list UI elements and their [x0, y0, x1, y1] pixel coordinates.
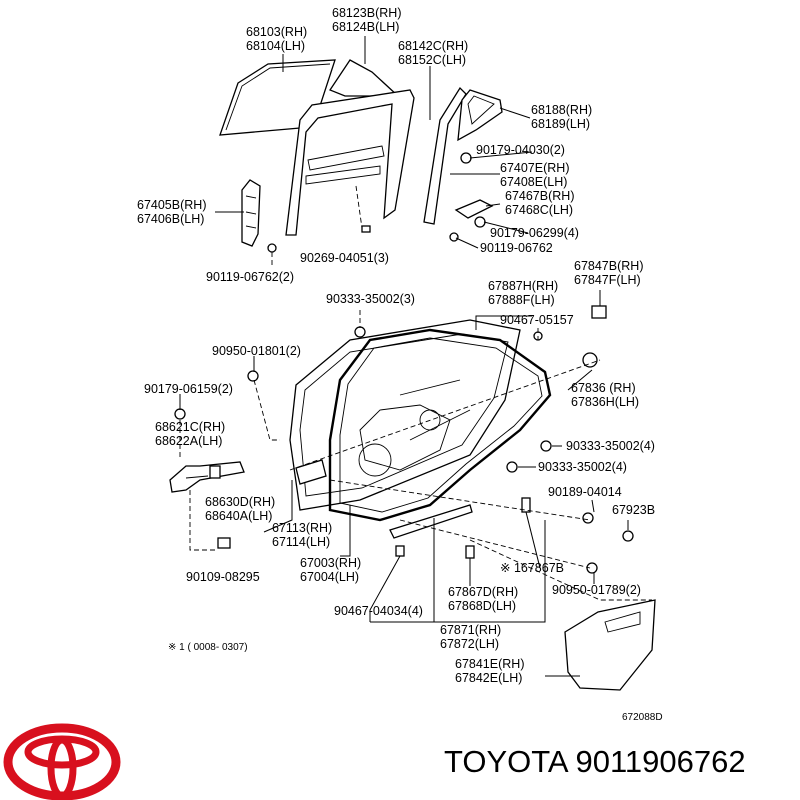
label-67408e-lh: 67408E(LH)	[500, 175, 567, 189]
leader-lines	[179, 36, 652, 677]
door-trim-board-part	[564, 599, 656, 691]
label-67407e-rh: 67407E(RH)	[500, 161, 569, 175]
label-90467-05157: 90467-05157	[500, 313, 574, 327]
hole-plug	[540, 440, 552, 452]
label-67888f-lh: 67888F(LH)	[488, 293, 555, 307]
label-67406b-lh: 67406B(LH)	[137, 212, 204, 226]
label-68152c-lh: 68152C(LH)	[398, 53, 466, 67]
door-seal-part	[389, 504, 473, 539]
clip-part	[395, 545, 405, 557]
label-67847f-lh: 67847F(LH)	[574, 273, 641, 287]
label-67467b-rh: 67467B(RH)	[505, 189, 574, 203]
hole-plug	[582, 352, 598, 368]
label-90333-35002-4a: 90333-35002(4)	[566, 439, 655, 453]
fastener-screw	[267, 243, 277, 253]
screw-part	[582, 512, 594, 524]
label-67872-lh: 67872(LH)	[440, 637, 499, 651]
label-68103-rh: 68103(RH)	[246, 25, 307, 39]
label-68630d-rh: 68630D(RH)	[205, 495, 275, 509]
label-90179-06299: 90179-06299(4)	[490, 226, 579, 240]
label-68104-lh: 68104(LH)	[246, 39, 305, 53]
label-90119-06762-2: 90119-06762(2)	[206, 270, 294, 284]
seal-clip	[591, 305, 607, 319]
label-67114-lh: 67114(LH)	[272, 535, 330, 549]
label-68142c-rh: 68142C(RH)	[398, 39, 468, 53]
door-panel-part	[289, 319, 521, 511]
door-glass-part	[219, 59, 336, 136]
glass-run-channel-part	[285, 89, 415, 236]
cushion-part	[622, 530, 634, 542]
label-68123b-rh: 68123B(RH)	[332, 6, 401, 20]
label-90333-35002-4b: 90333-35002(4)	[538, 460, 627, 474]
brand-part-number: TOYOTA 9011906762	[444, 744, 746, 779]
quarter-glass-part	[329, 59, 400, 97]
diagram-id: 672088D	[622, 712, 663, 723]
regulator-bracket-part	[454, 199, 494, 219]
label-68621c-rh: 68621C(RH)	[155, 420, 225, 434]
door-mechanism-part	[358, 379, 471, 477]
label-68189-lh: 68189(LH)	[531, 117, 590, 131]
label-68640a-lh: 68640A(LH)	[205, 509, 272, 523]
door-hinge-part	[169, 461, 245, 493]
hole-plug	[506, 461, 518, 473]
label-90467-04034: 90467-04034(4)	[334, 604, 423, 618]
label-67887h-rh: 67887H(RH)	[488, 279, 558, 293]
label-68124b-lh: 68124B(LH)	[332, 20, 399, 34]
fastener-bolt	[474, 216, 486, 228]
fastener-clip	[460, 152, 472, 164]
bolt-part	[217, 537, 231, 549]
label-67923b: 67923B	[612, 503, 655, 517]
label-90109-08295: 90109-08295	[186, 570, 260, 584]
plug-part	[354, 326, 366, 338]
label-67004-lh: 67004(LH)	[300, 570, 359, 584]
label-68188-rh: 68188(RH)	[531, 103, 592, 117]
label-90119-06762: 90119-06762	[480, 241, 553, 255]
label-67468c-lh: 67468C(LH)	[505, 203, 573, 217]
label-67841e-rh: 67841E(RH)	[455, 657, 524, 671]
window-bracket-part	[241, 179, 261, 247]
door-weatherstrip-part	[328, 328, 552, 522]
label-90179-06159: 90179-06159(2)	[144, 382, 233, 396]
label-67836h-lh: 67836H(LH)	[571, 395, 639, 409]
label-67003-rh: 67003(RH)	[300, 556, 361, 570]
label-67868d-lh: 67868D(LH)	[448, 599, 516, 613]
label-90179-04030: 90179-04030(2)	[476, 143, 565, 157]
label-67842e-lh: 67842E(LH)	[455, 671, 522, 685]
label-67871-rh: 67871(RH)	[440, 623, 501, 637]
label-67847b-rh: 67847B(RH)	[574, 259, 643, 273]
label-67867d-rh: 67867D(RH)	[448, 585, 518, 599]
label-67836-rh: 67836 (RH)	[571, 381, 636, 395]
bolt-part	[174, 408, 186, 420]
label-90333-35002-3: 90333-35002(3)	[326, 292, 415, 306]
footnote: ※ 1 ( 0008- 0307)	[168, 642, 248, 653]
part-labels: 68103(RH) 68104(LH) 68123B(RH) 68124B(LH…	[137, 6, 655, 685]
fastener-clip	[361, 225, 371, 233]
toyota-logo	[3, 723, 121, 800]
plug-part	[247, 370, 259, 382]
label-90950-01801: 90950-01801(2)	[212, 344, 301, 358]
corner-glass-part	[457, 89, 503, 142]
clip-part	[586, 562, 598, 574]
door-handle-part	[295, 459, 327, 485]
label-67113-rh: 67113(RH)	[272, 521, 332, 535]
label-90950-01789: 90950-01789(2)	[552, 583, 641, 597]
fastener-screw	[449, 232, 459, 242]
label-68622a-lh: 68622A(LH)	[155, 434, 222, 448]
label-90189-04014: 90189-04014	[548, 485, 622, 499]
label-90269-04051: 90269-04051(3)	[300, 251, 389, 265]
label-167867b: ※ 167867B	[500, 561, 564, 575]
clip-part	[465, 545, 475, 559]
label-67405b-rh: 67405B(RH)	[137, 198, 206, 212]
